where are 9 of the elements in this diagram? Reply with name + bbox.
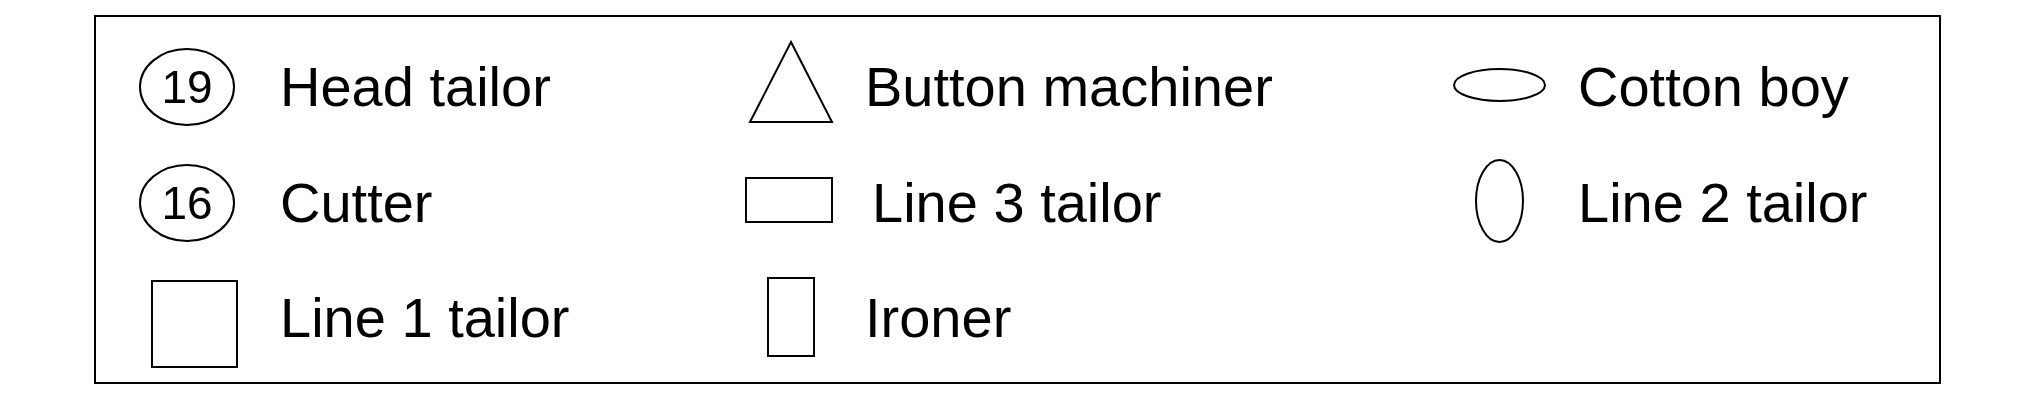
- number-label: 19: [161, 64, 213, 110]
- legend-text: Cutter: [280, 175, 433, 231]
- number-label: 16: [161, 180, 213, 226]
- legend-text: Head tailor: [280, 59, 551, 115]
- legend-text: Line 2 tailor: [1578, 175, 1868, 231]
- legend-text: Line 1 tailor: [280, 290, 570, 346]
- legend-text: Button machiner: [865, 59, 1273, 115]
- legend-text: Ironer: [865, 290, 1012, 346]
- legend-text: Line 3 tailor: [872, 175, 1162, 231]
